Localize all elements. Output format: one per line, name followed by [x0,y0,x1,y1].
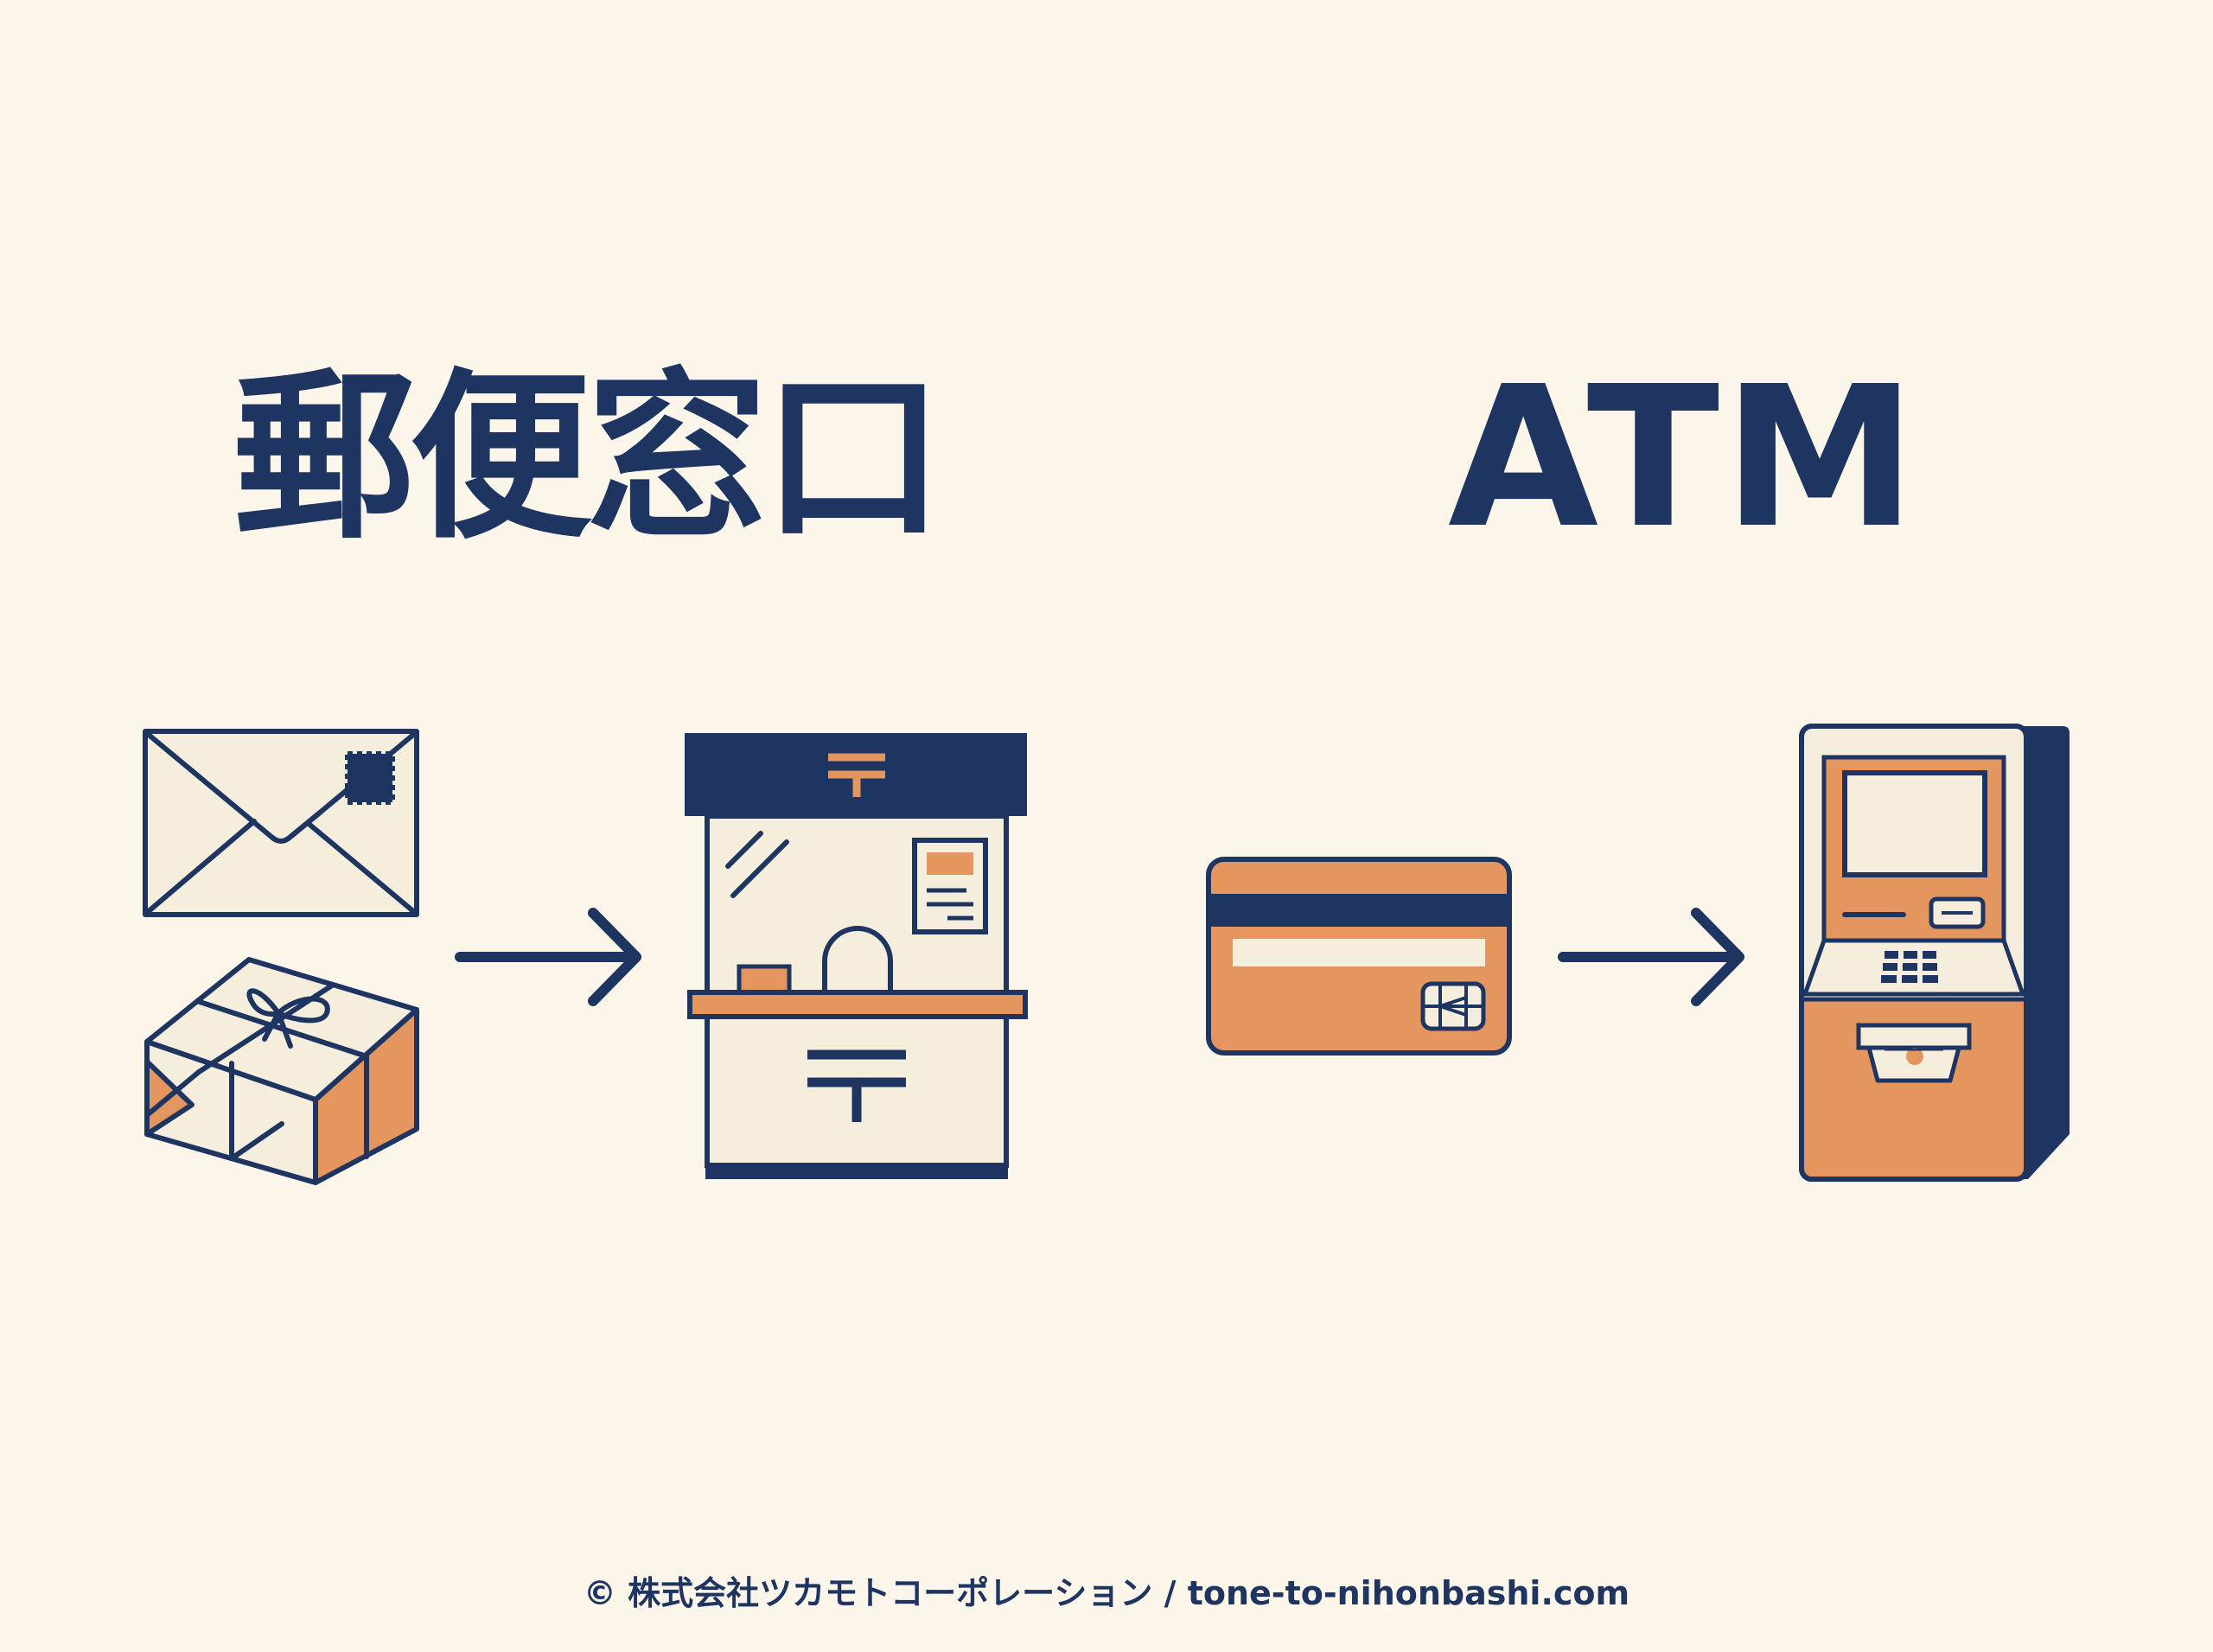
card-chip-icon [1420,981,1486,1031]
post-office-counter-icon [685,733,1028,1179]
postal-mark-icon [828,753,885,797]
postal-counter-title: 郵便窓口 [233,352,944,564]
arrow-right-icon [455,908,641,1006]
envelope-icon [143,729,419,917]
copyright-footer: © 株式会社ツカモトコーポレーション / tone-to-nihonbashi.… [583,1574,1630,1612]
keypad-icon [1881,951,1938,983]
atm-machine-icon [1799,724,2070,1182]
arrow-right-icon [1558,908,1744,1006]
bank-card-icon [1206,857,1512,1056]
parcel-icon [144,957,419,1185]
postal-mark-icon [807,1049,906,1122]
cash-dispenser-icon [1856,1023,1972,1083]
atm-title: ATM [1448,345,1921,571]
